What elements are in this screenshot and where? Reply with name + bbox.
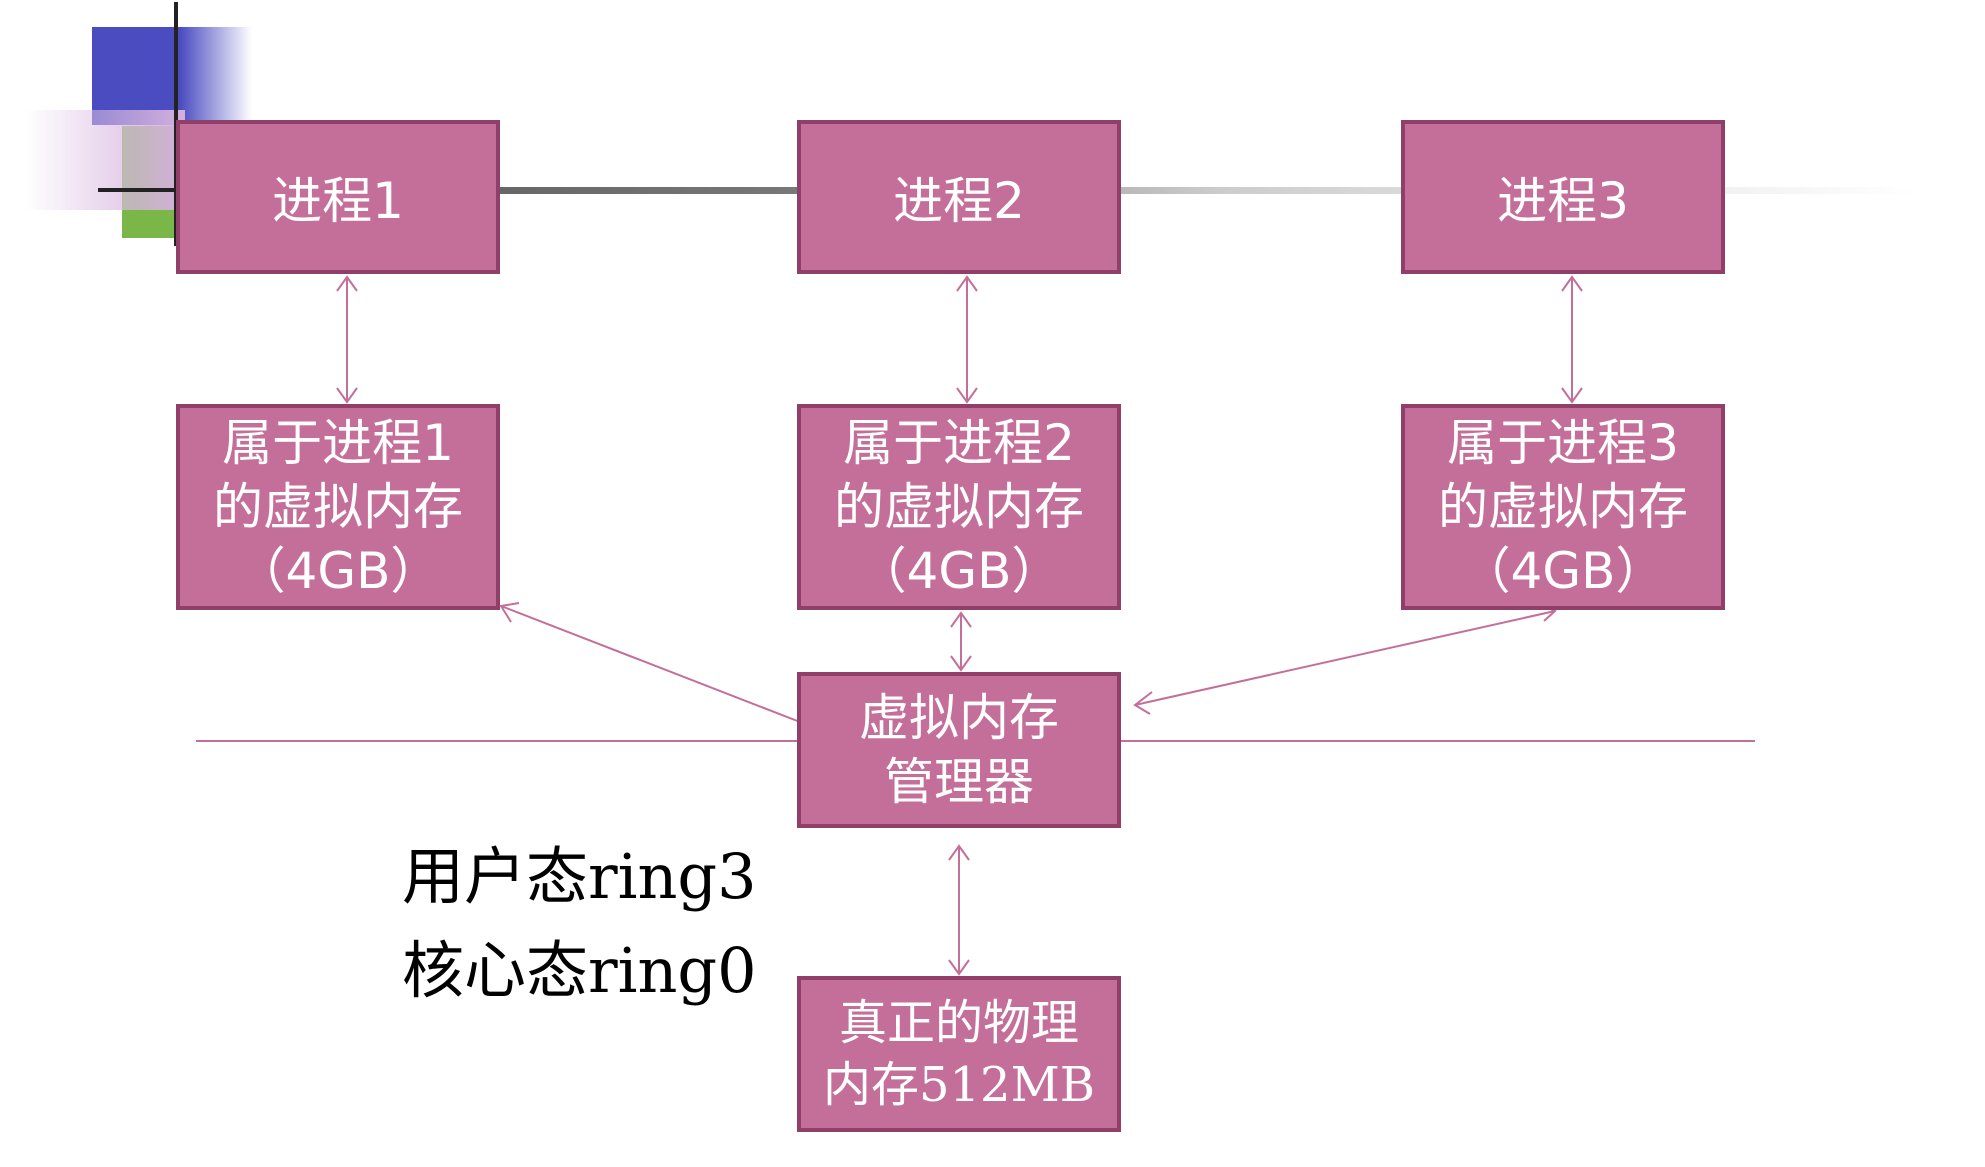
decor-lilac-gradient <box>25 110 185 210</box>
arrow-manager-vm1 <box>500 605 801 723</box>
virtual-memory-1-box: 属于进程1 的虚拟内存 （4GB） <box>176 404 500 610</box>
virtual-memory-2-box: 属于进程2 的虚拟内存 （4GB） <box>797 404 1121 610</box>
process-2-box: 进程2 <box>797 120 1121 274</box>
process-1-box: 进程1 <box>176 120 500 274</box>
decor-blue-square <box>92 27 252 125</box>
virtual-memory-3-box: 属于进程3 的虚拟内存 （4GB） <box>1401 404 1725 610</box>
decor-horizontal-line <box>98 188 178 192</box>
process-3-box: 进程3 <box>1401 120 1725 274</box>
user-mode-label: 用户态ring3 <box>402 840 757 913</box>
virtual-memory-manager-box: 虚拟内存 管理器 <box>797 672 1121 828</box>
physical-memory-box: 真正的物理 内存512MB <box>797 976 1121 1132</box>
kernel-mode-label: 核心态ring0 <box>402 934 757 1007</box>
arrow-vm3-manager <box>1134 610 1556 706</box>
